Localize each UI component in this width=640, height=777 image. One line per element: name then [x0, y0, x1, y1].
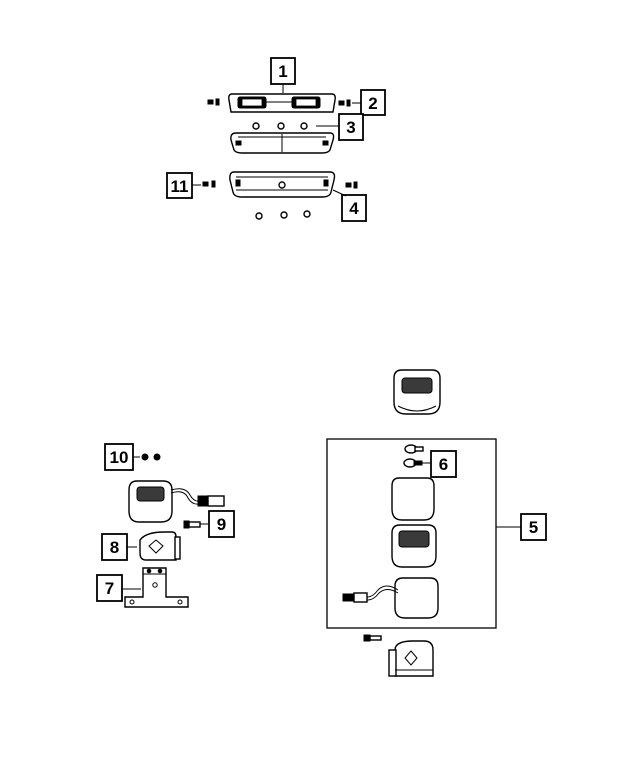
callout-3-label: 3: [346, 118, 355, 137]
lamp-lens-cover: [391, 477, 435, 521]
screw-icon: [202, 180, 216, 188]
lamp-base-with-wire: [342, 577, 439, 619]
callout-11-label: 11: [171, 177, 189, 196]
callout-2[interactable]: 2: [360, 89, 386, 116]
bracket-part-7: [124, 567, 189, 608]
callout-10[interactable]: 10: [104, 443, 134, 471]
screw-icon: [338, 99, 351, 107]
lamp-with-wire: [128, 480, 225, 523]
screw-icon: [207, 98, 220, 106]
callout-10-label: 10: [110, 448, 129, 467]
screw-icon: [363, 634, 382, 642]
screw-icon: [183, 520, 201, 529]
lens-part-3: [230, 132, 335, 154]
grommet-icon: [252, 122, 308, 130]
callout-4[interactable]: 4: [341, 194, 367, 222]
lamp-bracket: [388, 640, 434, 677]
assembly-frame-5: [326, 438, 497, 629]
callout-11[interactable]: 11: [166, 172, 193, 199]
callout-1-label: 1: [278, 62, 287, 81]
callout-6[interactable]: 6: [430, 450, 457, 478]
grommet-icon: [141, 453, 161, 461]
base-part-4: [229, 171, 336, 198]
callout-9[interactable]: 9: [208, 510, 235, 538]
lamp-housing: [391, 524, 437, 568]
callout-7-label: 7: [105, 579, 114, 598]
callout-8-label: 8: [110, 538, 119, 557]
callout-5[interactable]: 5: [520, 513, 547, 541]
callout-8[interactable]: 8: [101, 533, 128, 561]
screw-icon: [345, 181, 358, 189]
bulb-icon: [403, 444, 424, 468]
leader-4: [332, 189, 347, 197]
callout-6-label: 6: [439, 455, 448, 474]
housing-part-1: [228, 93, 336, 113]
callout-1[interactable]: 1: [270, 57, 296, 85]
callout-3[interactable]: 3: [338, 113, 364, 141]
callout-5-label: 5: [529, 518, 538, 537]
grommet-icon: [255, 210, 311, 220]
license-lamp-assembled: [393, 369, 441, 415]
callout-4-label: 4: [349, 199, 359, 218]
callout-9-label: 9: [217, 515, 226, 534]
callout-7[interactable]: 7: [96, 574, 123, 602]
gasket-part-8: [139, 531, 181, 561]
callout-2-label: 2: [368, 94, 377, 113]
